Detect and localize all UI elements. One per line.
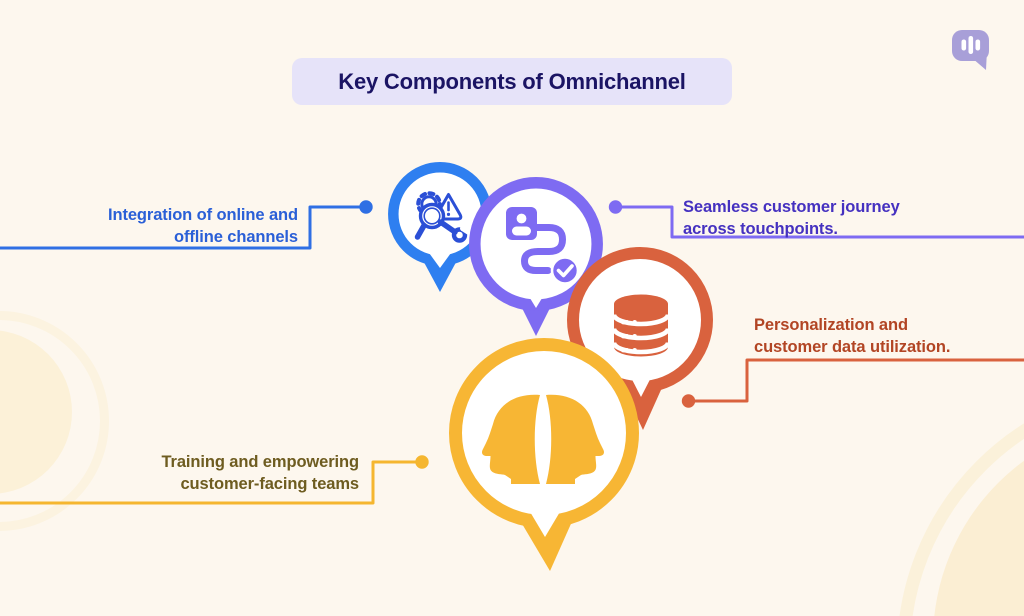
label-line: customer data utilization. — [754, 338, 951, 356]
bubble-notch — [622, 360, 660, 397]
label-line: customer-facing teams — [180, 475, 359, 493]
bubble-notch — [424, 246, 456, 268]
label-line: Seamless customer journey — [683, 198, 900, 216]
gear-magnifier-warning-wrench-icon — [414, 191, 471, 243]
page-title: Key Components of Omnichannel — [292, 58, 732, 105]
bubble-integration — [388, 162, 492, 292]
label-line: across touchpoints. — [683, 220, 838, 238]
two-profile-heads-icon — [482, 394, 604, 484]
label-training: Training and empowering customer-facing … — [161, 451, 359, 495]
label-personalization: Personalization and customer data utiliz… — [754, 314, 950, 358]
bubble-notch — [523, 500, 567, 537]
connector-dot-journey — [608, 200, 623, 214]
label-line: Integration of online and — [108, 206, 298, 224]
database-icon — [611, 294, 671, 357]
label-line: offline channels — [173, 228, 298, 246]
label-line: Training and empowering — [161, 453, 359, 471]
label-integration: Integration of online and offline channe… — [108, 204, 298, 248]
connector-dot-personalization — [681, 394, 696, 408]
bubble-notch — [519, 280, 553, 308]
bubble-journey — [469, 177, 603, 336]
connector-journey — [622, 205, 1024, 239]
connector-personalization — [695, 358, 1024, 403]
connector-integration — [0, 205, 360, 250]
connector-training — [0, 460, 416, 505]
bubble-training — [449, 338, 639, 571]
bubble-ring — [449, 338, 639, 528]
customer-journey-path-check-icon — [506, 207, 580, 285]
label-journey: Seamless customer journey across touchpo… — [683, 196, 900, 240]
connector-dot-training — [415, 455, 429, 469]
connector-dot-integration — [359, 200, 373, 214]
bubble-personalization — [567, 247, 713, 430]
label-line: Personalization and — [754, 316, 908, 334]
